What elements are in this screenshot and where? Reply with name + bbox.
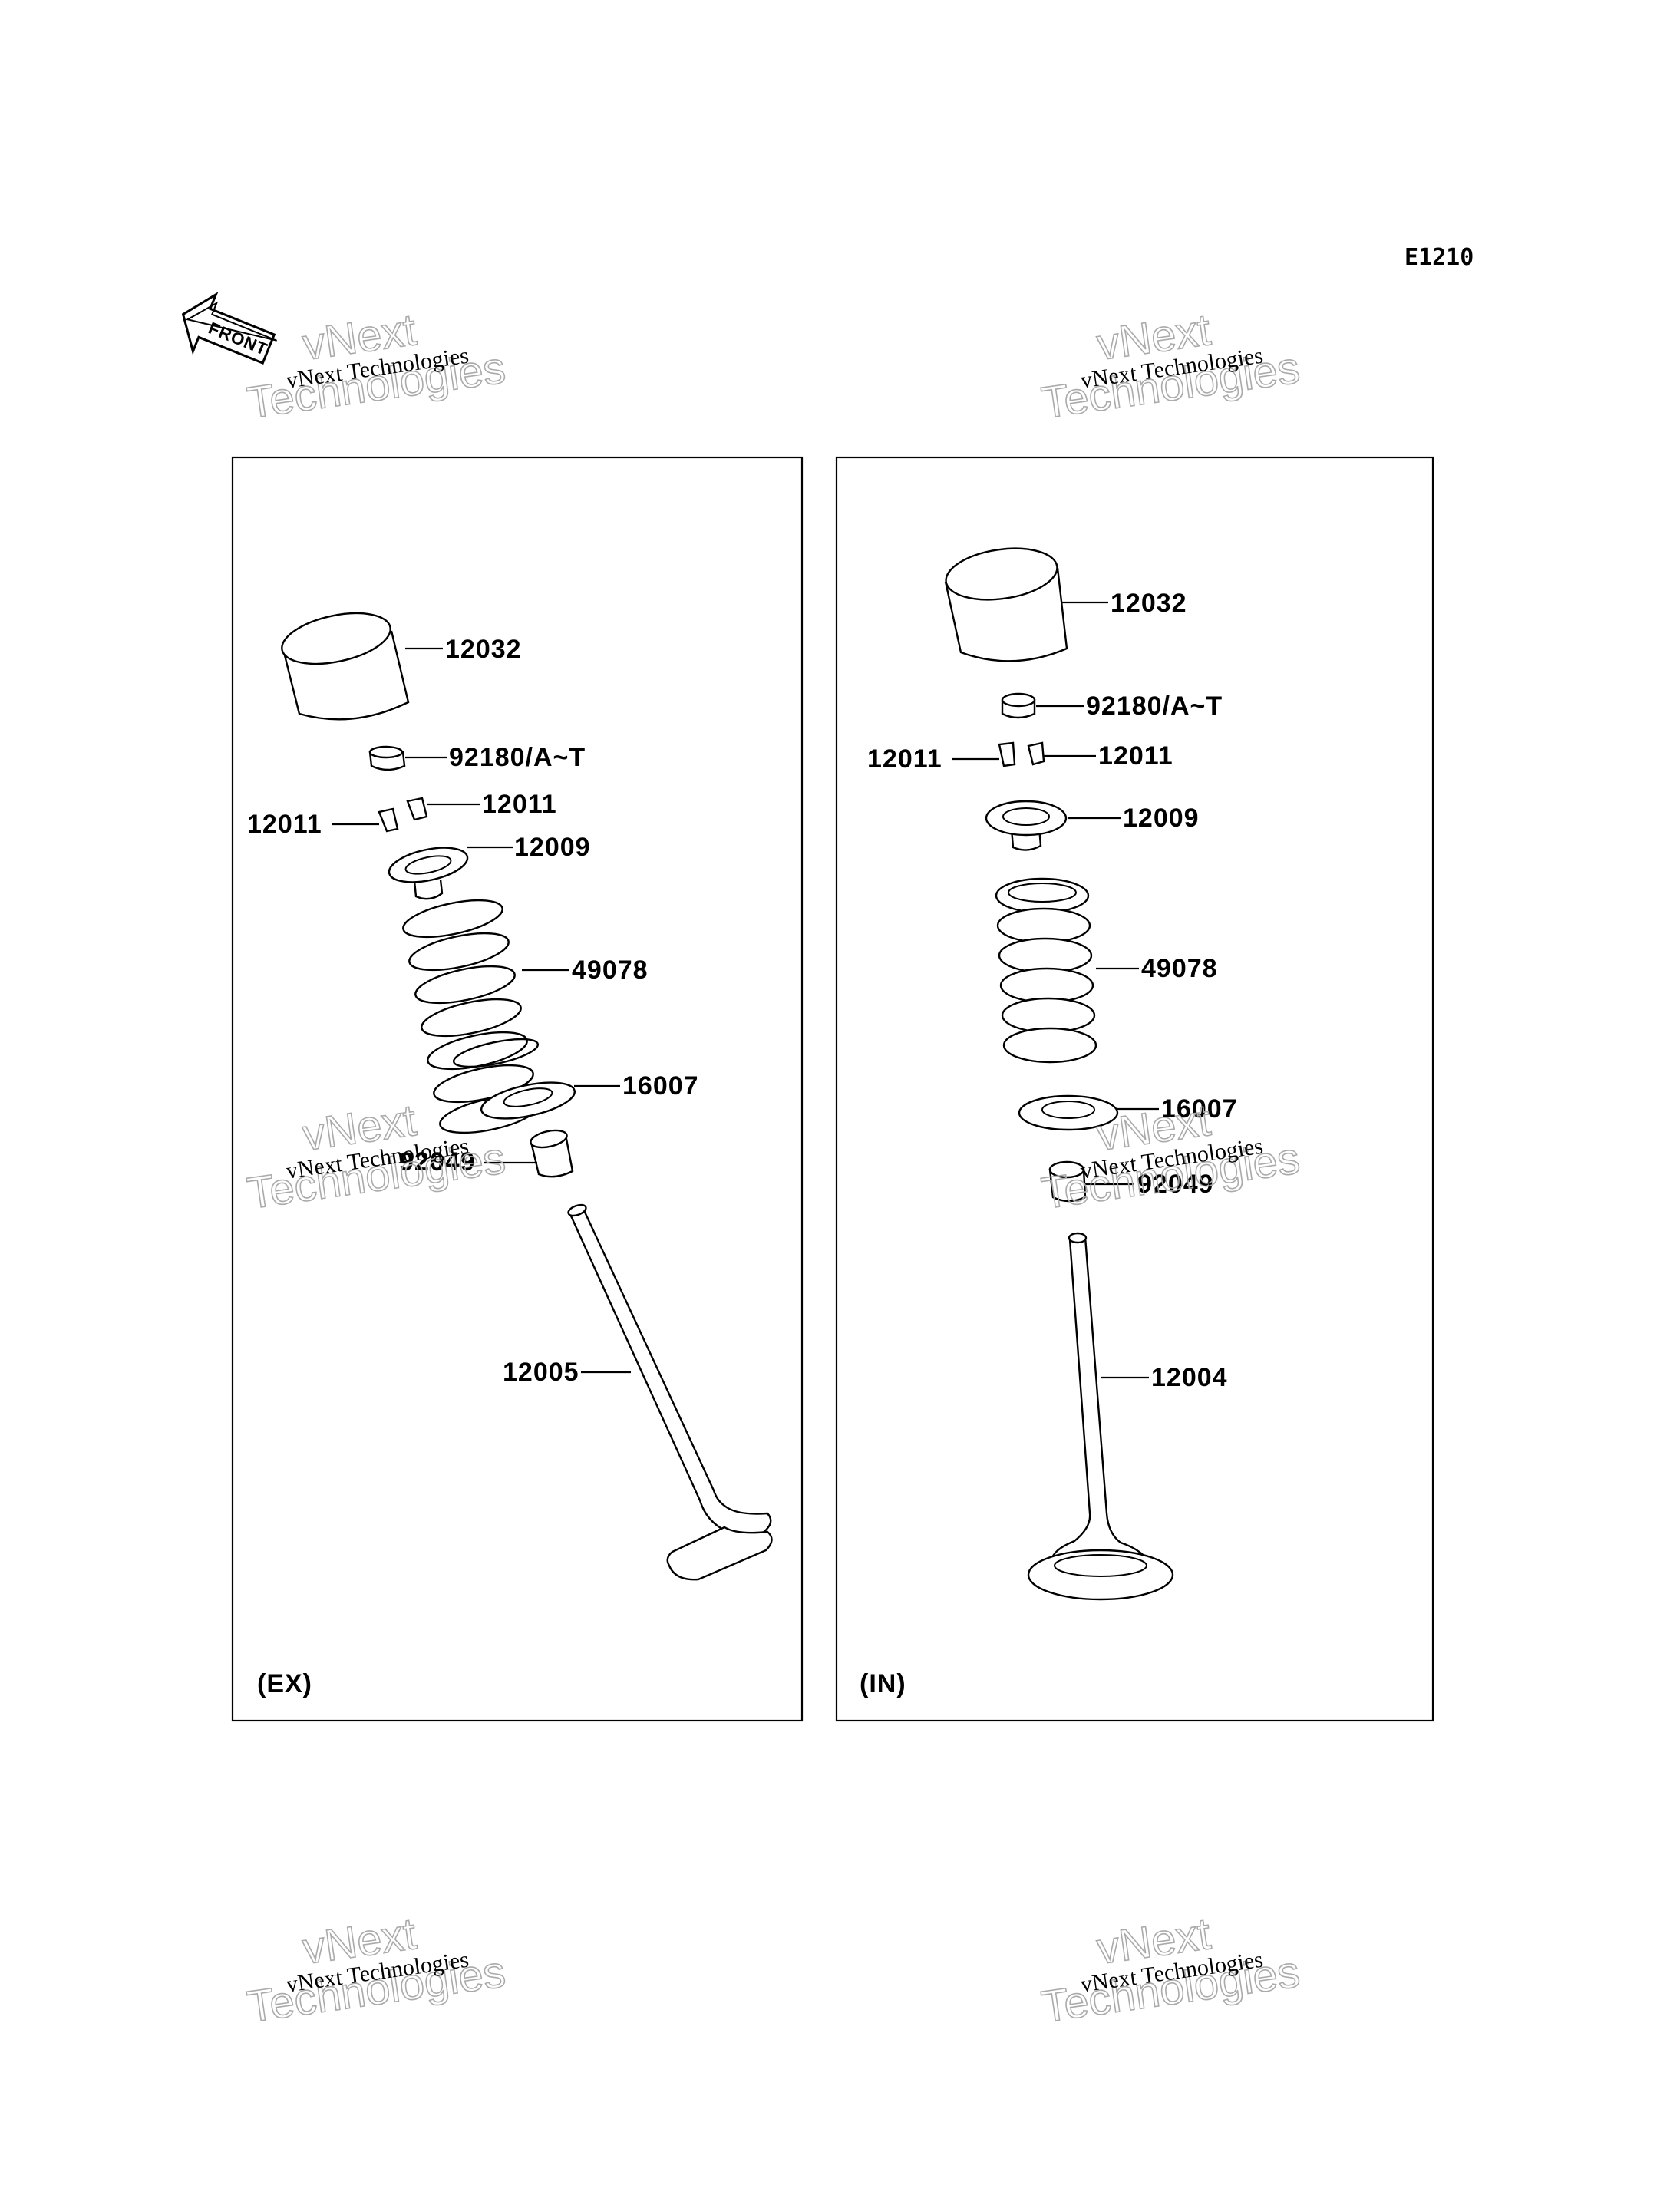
ex-valve-label: 12005 (503, 1358, 579, 1387)
ex-cotter-right-label: 12011 (482, 790, 557, 819)
in-valve: 12004 (1027, 1232, 1228, 1601)
ex-seat: 16007 (480, 1071, 699, 1120)
front-arrow-icon: FRONT (181, 292, 278, 365)
ex-spring: 49078 (402, 899, 649, 1134)
ex-seat-label: 16007 (622, 1071, 699, 1101)
ex-retainer-label: 12009 (514, 833, 591, 862)
ex-retainer: 12009 (388, 833, 591, 900)
in-cotters: 12011 12011 (867, 741, 1173, 774)
in-tappet-label: 12032 (1111, 589, 1187, 618)
panel-in-frame (835, 456, 1434, 1722)
ex-seal-label: 92049 (399, 1147, 476, 1177)
in-valve-label: 12004 (1151, 1363, 1228, 1392)
panel-ex: 12032 92180/A~T 12011 12011 12009 (247, 612, 773, 1581)
ex-cotters: 12011 12011 (247, 790, 557, 839)
in-spring-label: 49078 (1141, 954, 1218, 983)
ex-spring-label: 49078 (572, 955, 649, 985)
ex-tappet: 12032 (281, 612, 522, 721)
in-shim: 92180/A~T (1001, 691, 1223, 721)
in-seal-label: 92049 (1137, 1170, 1214, 1199)
ex-seal: 92049 (399, 1129, 574, 1178)
in-retainer: 12009 (985, 800, 1200, 851)
in-seat-label: 16007 (1161, 1094, 1238, 1124)
ex-cotter-left-label: 12011 (247, 810, 322, 839)
panel-in: 12032 92180/A~T 12011 12011 12009 (867, 547, 1238, 1601)
in-shim-label: 92180/A~T (1086, 691, 1223, 721)
panel-ex-frame (231, 456, 804, 1722)
ex-shim-label: 92180/A~T (449, 743, 586, 772)
ex-shim: 92180/A~T (368, 743, 586, 772)
in-spring: 49078 (995, 877, 1218, 1064)
ex-tappet-label: 12032 (445, 635, 522, 664)
diagram-code: E1210 (1404, 244, 1474, 271)
watermark-5: vNext Technologies vNext Technologies (243, 1908, 509, 2032)
in-seat: 16007 (1018, 1094, 1238, 1131)
in-tappet: 12032 (944, 547, 1187, 662)
ex-valve: 12005 (503, 1203, 773, 1581)
watermark-2: vNext Technologies vNext Technologies (1038, 304, 1303, 428)
panel-in-label: (IN) (860, 1669, 906, 1698)
in-retainer-label: 12009 (1123, 804, 1200, 833)
panel-ex-label: (EX) (257, 1669, 312, 1698)
watermark-1: vNext Technologies vNext Technologies (243, 304, 509, 428)
in-cotter-right-label: 12011 (1098, 741, 1173, 771)
in-seal: 92049 (1048, 1160, 1214, 1203)
in-cotter-left-label: 12011 (867, 744, 942, 774)
watermark-6: vNext Technologies vNext Technologies (1038, 1908, 1303, 2032)
